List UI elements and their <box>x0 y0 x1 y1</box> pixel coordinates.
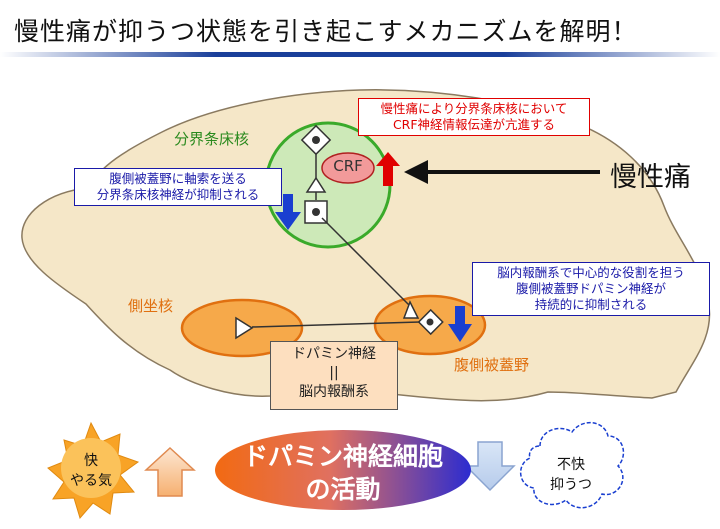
pleasure-label: 快 やる気 <box>56 451 126 491</box>
callout-bnst-inhibited: 腹側被蓋野に軸索を送る 分界条床核神経が抑制される <box>74 168 282 206</box>
callout-vta-line3: 持続的に抑制される <box>534 297 648 312</box>
callout-bnst-line1: 腹側被蓋野に軸索を送る <box>109 171 247 186</box>
vta-synapse <box>402 300 420 319</box>
displeasure-line1: 不快 <box>557 457 585 473</box>
dopamine-reward-box: ドパミン神経 || 脳内報酬系 <box>270 341 398 410</box>
activity-line2: の活動 <box>305 475 381 504</box>
crf-ellipse <box>321 152 375 184</box>
displeasure-label: 不快 抑うつ <box>536 455 606 495</box>
callout-crf-line1: 慢性痛により分界条床核において <box>380 101 568 116</box>
callout-vta-line2: 腹側被蓋野ドパミン神経が <box>515 281 666 296</box>
displeasure-line2: 抑うつ <box>550 477 592 493</box>
activity-ellipse <box>215 430 471 510</box>
pain-arrow-head <box>404 160 428 184</box>
up-arrow-pleasure <box>144 446 196 497</box>
down-arrow-displeasure <box>464 441 516 492</box>
callout-crf-increase: 慢性痛により分界条床核において CRF神経情報伝達が亢進する <box>358 98 590 136</box>
crf-label: CRF <box>333 157 363 175</box>
vta-label: 腹側被蓋野 <box>454 356 530 374</box>
bnst-neurons <box>300 124 332 224</box>
cloud-shape <box>520 422 625 509</box>
bnst-label: 分界条床核 <box>174 130 250 148</box>
page-title: 慢性痛が抑うつ状態を引き起こすメカニズムを解明！ <box>14 17 638 46</box>
pleasure-line2: やる気 <box>70 473 112 489</box>
dopamine-box-line2: || <box>329 365 339 381</box>
dopamine-box-line3: 脳内報酬系 <box>299 384 369 400</box>
activity-line1: ドパミン神経細胞 <box>242 442 443 471</box>
nac-synapse <box>235 316 254 340</box>
sun-shape <box>47 421 140 520</box>
pleasure-line1: 快 <box>84 453 98 469</box>
callout-crf-line2: CRF神経情報伝達が亢進する <box>392 117 556 132</box>
callout-bnst-line2: 分界条床核神経が抑制される <box>96 187 260 202</box>
title-underline <box>0 52 720 57</box>
crf-up-arrow <box>376 152 400 186</box>
callout-vta-inhibited: 脳内報酬系で中心的な役割を担う 腹側被蓋野ドパミン神経が 持続的に抑制される <box>472 262 710 316</box>
callout-vta-line1: 脳内報酬系で中心的な役割を担う <box>497 265 685 280</box>
bnst-down-arrow <box>275 194 301 230</box>
nac-label: 側坐核 <box>128 297 174 315</box>
dopamine-box-line1: ドパミン神経 <box>292 346 376 362</box>
chronic-pain-label: 慢性痛 <box>610 162 691 193</box>
dopamine-axon <box>251 321 421 328</box>
activity-label: ドパミン神経細胞 の活動 <box>212 440 474 506</box>
bnst-vta-axon <box>321 217 411 307</box>
vta-down-arrow <box>448 306 472 342</box>
